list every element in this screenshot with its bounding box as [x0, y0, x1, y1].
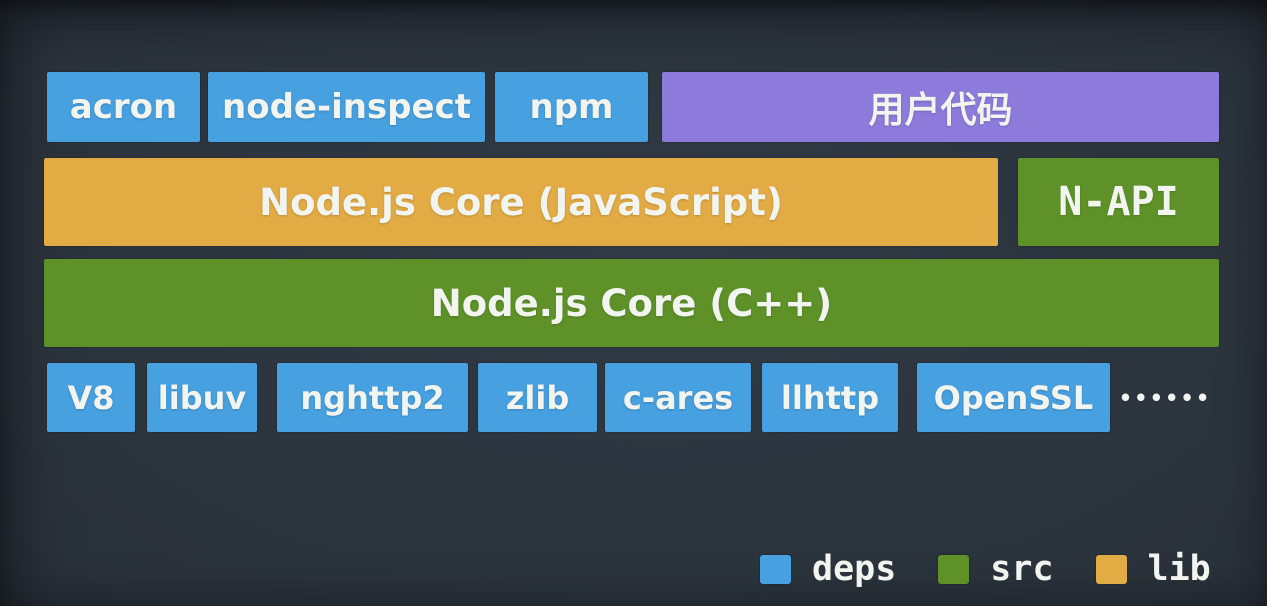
- layer-box-n-api: N-API: [1018, 158, 1219, 246]
- layer-box-libuv: libuv: [147, 363, 257, 432]
- layer-box-zlib: zlib: [478, 363, 597, 432]
- layer-box-nghttp2: nghttp2: [277, 363, 468, 432]
- deps-ellipsis: ••••••: [1118, 385, 1212, 410]
- layer-box-acron: acron: [47, 72, 200, 142]
- legend-item-src: src: [938, 548, 1054, 589]
- layer-box-user-code: 用户代码: [662, 72, 1219, 142]
- legend-item-lib: lib: [1095, 548, 1211, 589]
- legend: deps src lib: [760, 549, 1211, 589]
- layer-box-llhttp: llhttp: [762, 363, 898, 432]
- legend-label-deps: deps: [812, 548, 897, 589]
- lib-color-swatch-icon: [1095, 554, 1127, 584]
- layer-box-node-inspect: node-inspect: [208, 72, 485, 142]
- layer-box-c-ares: c-ares: [605, 363, 751, 432]
- legend-item-deps: deps: [760, 548, 897, 589]
- layer-box-nodejs-core-javascript: Node.js Core (JavaScript): [44, 158, 998, 246]
- legend-label-lib: lib: [1147, 548, 1211, 589]
- deps-color-swatch-icon: [760, 554, 791, 584]
- layer-box-v8: V8: [47, 363, 135, 432]
- src-color-swatch-icon: [938, 554, 970, 584]
- layer-box-nodejs-core-cpp: Node.js Core (C++): [44, 259, 1219, 347]
- layer-box-npm: npm: [495, 72, 648, 142]
- layer-box-openssl: OpenSSL: [917, 363, 1110, 432]
- legend-label-src: src: [990, 548, 1054, 589]
